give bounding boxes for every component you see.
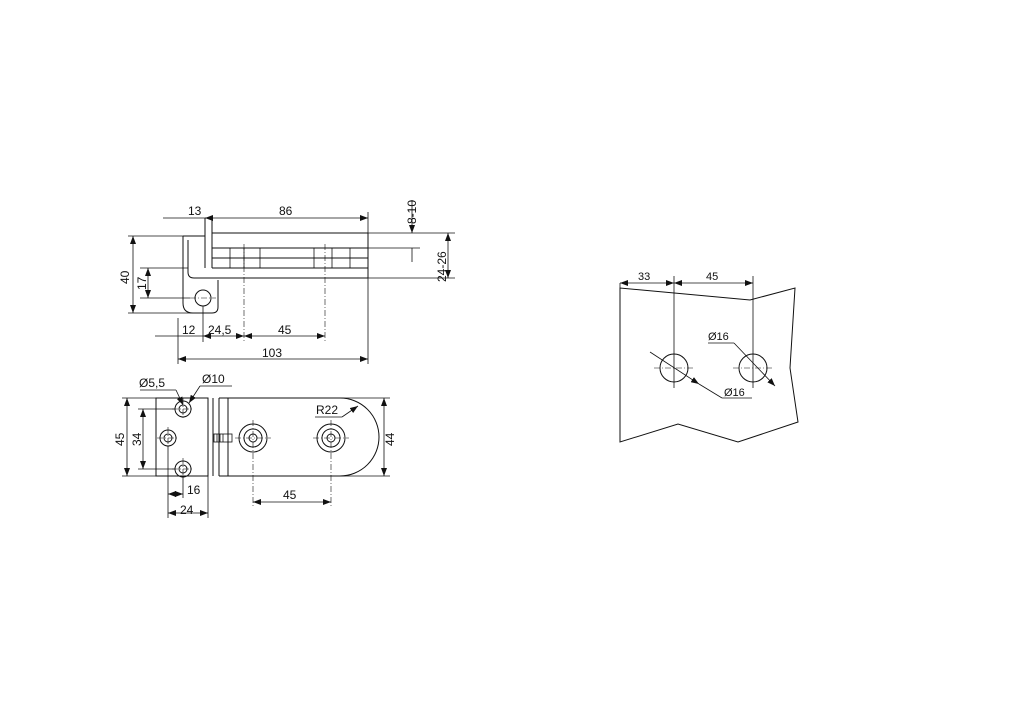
glass-cutout-view: 33 45 Ø16 Ø16	[619, 271, 799, 443]
dim-44-label: 44	[383, 432, 397, 446]
hinge-plan-body	[155, 397, 380, 477]
dim-45-side-label: 45	[278, 323, 292, 337]
hole-right-dia-label: Ø16	[708, 331, 729, 343]
dim-40-label: 40	[118, 270, 132, 284]
screw-hole-top	[172, 398, 194, 420]
dim-45-bottom-label: 45	[283, 488, 297, 502]
dim-86-label: 86	[279, 204, 293, 218]
glass-bolt-left	[235, 420, 271, 506]
dim-24-5-label: 24,5	[208, 323, 232, 337]
dim-d10-label: Ø10	[202, 372, 225, 386]
dim-8-10-label: 8-10	[405, 200, 419, 224]
screw-hole-middle	[157, 427, 179, 449]
hinge-side-body	[182, 217, 369, 314]
plan-view: Ø5,5 Ø10 R22 45 34 44 16 24 45	[113, 372, 397, 518]
dim-33-label: 33	[638, 271, 650, 283]
dim-d5-5-label: Ø5,5	[139, 376, 165, 390]
glass-bolt-right	[313, 420, 349, 506]
dim-45-height-label: 45	[113, 432, 127, 446]
dim-16-label: 16	[187, 483, 201, 497]
dim-24-label: 24	[180, 503, 194, 517]
dim-45-glass-label: 45	[706, 271, 718, 283]
dim-12-label: 12	[182, 323, 196, 337]
glass-hole-right	[733, 353, 773, 383]
screw-hole-bottom	[172, 458, 194, 480]
side-view: 13 86 8-10 24-26 40 17 12 24,5 45	[118, 200, 455, 364]
dim-17-label: 17	[135, 276, 149, 290]
dim-13-label: 13	[188, 204, 202, 218]
dim-34-label: 34	[130, 432, 144, 446]
dim-103-label: 103	[262, 346, 282, 360]
glass-panel-outline	[619, 287, 799, 443]
hole-left-dia-label: Ø16	[724, 387, 745, 399]
dim-24-26-label: 24-26	[435, 251, 449, 282]
dim-r22-label: R22	[316, 403, 338, 417]
